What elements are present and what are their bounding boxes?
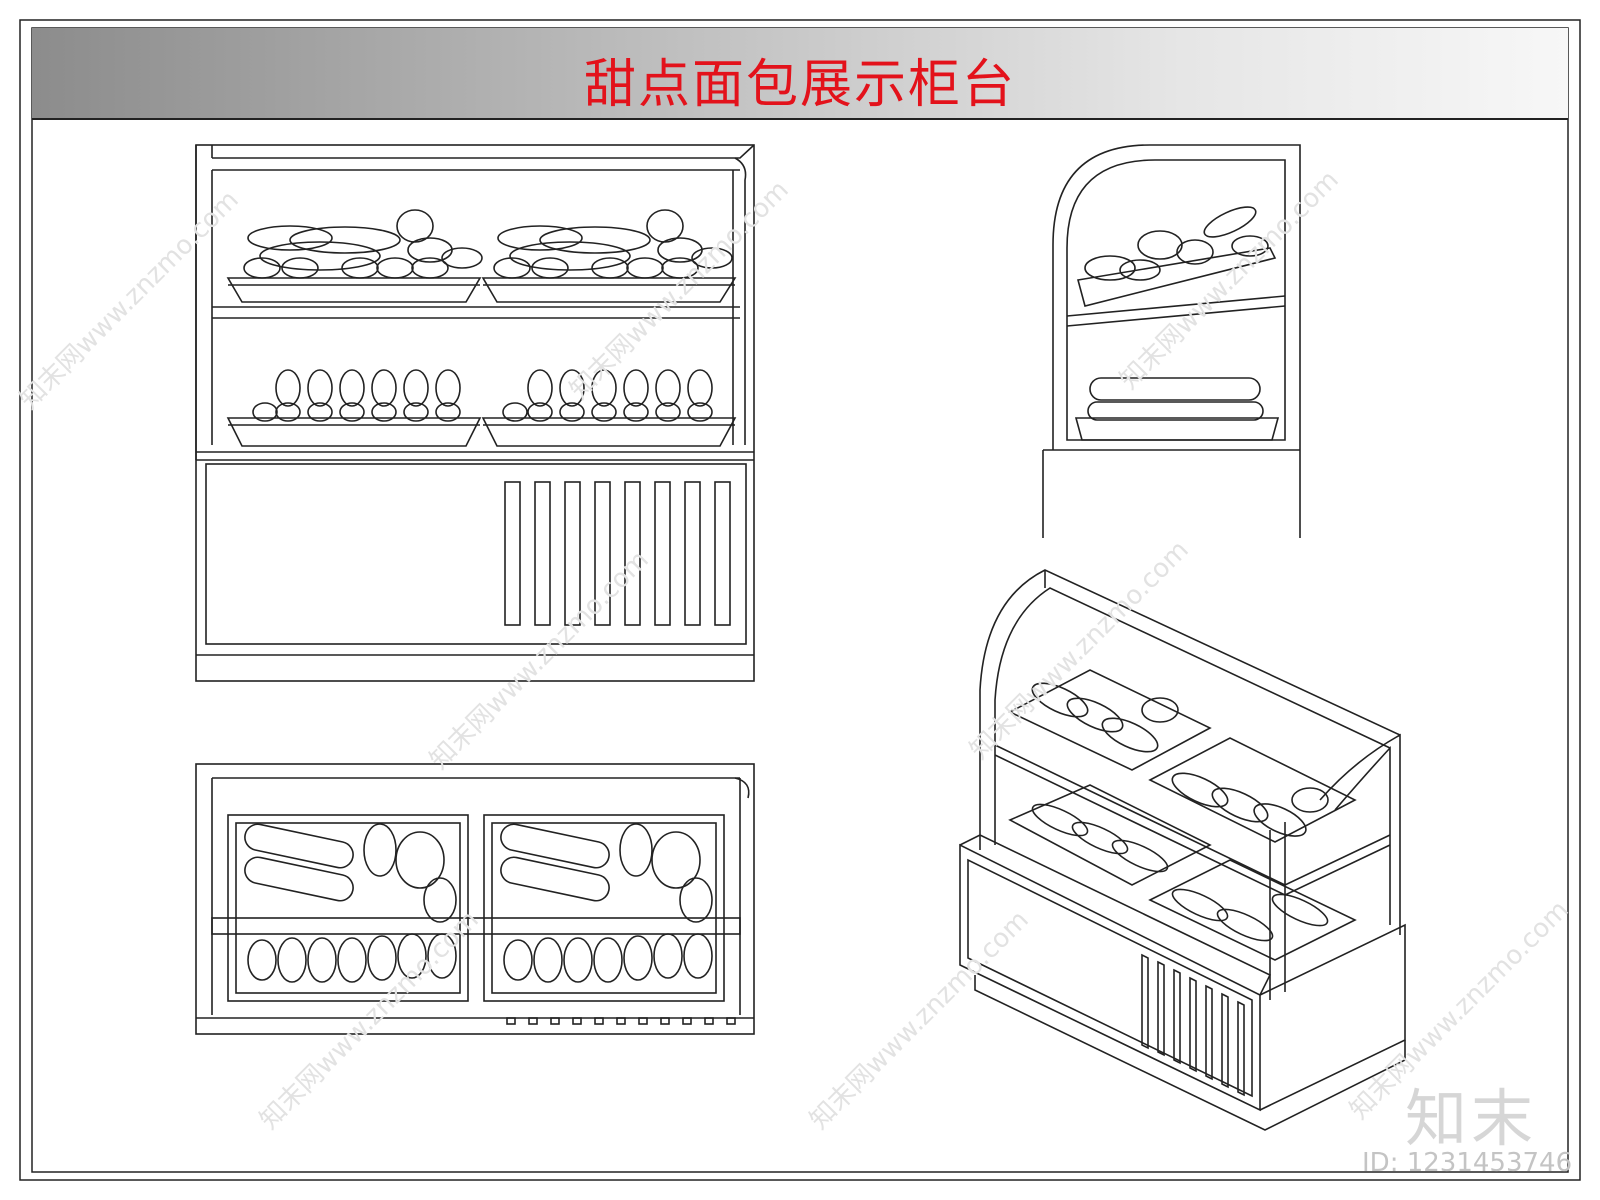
id-label: ID: 1231453746 (1362, 1148, 1573, 1178)
plan-view (195, 763, 755, 1035)
plan-feet (506, 1017, 736, 1025)
isometric-view (959, 569, 1406, 1131)
front-elevation (195, 144, 755, 682)
iso-vent-slots (1141, 953, 1245, 1097)
side-elevation (1042, 144, 1301, 538)
vent-slots (504, 481, 731, 626)
page-title: 甜点面包展示柜台 (583, 55, 1016, 115)
brand-logo: 知末 (1405, 1082, 1538, 1155)
outer-frame (19, 19, 1581, 1181)
title-bar: 甜点面包展示柜台 (32, 28, 1568, 120)
